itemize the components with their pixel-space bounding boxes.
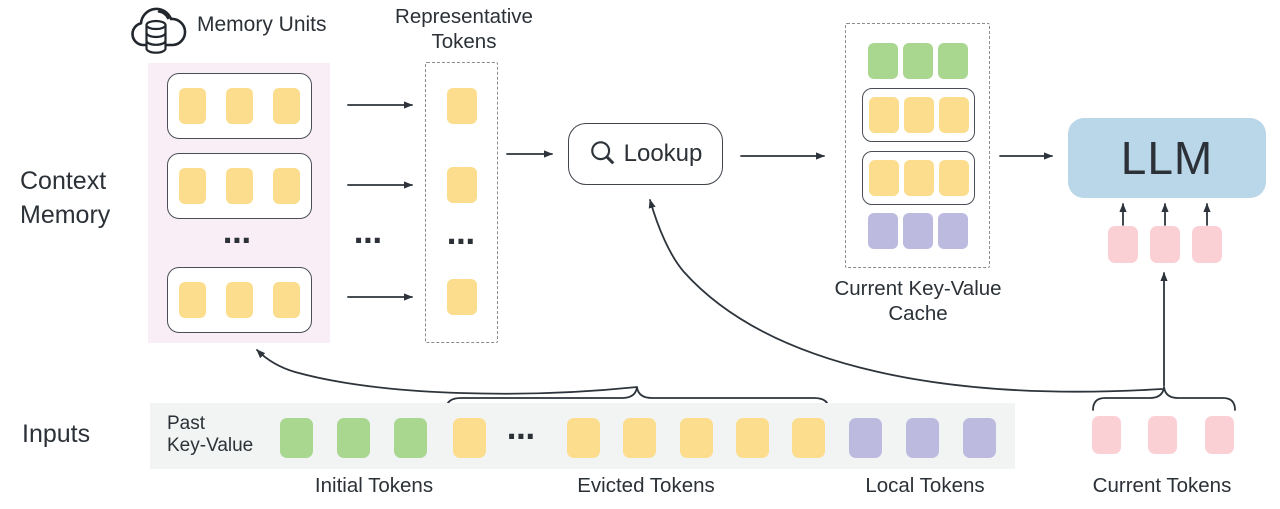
initial-token	[337, 418, 370, 458]
memory-token	[179, 168, 206, 204]
memory-token	[903, 97, 934, 133]
representative-tokens-box	[425, 62, 498, 343]
cache-memory-unit-2	[862, 151, 975, 205]
memory-token	[938, 160, 969, 196]
current-tokens-label: Current Tokens	[1092, 474, 1232, 497]
lookup-box: Lookup	[568, 123, 723, 185]
evicted-token	[567, 418, 600, 458]
representative-token	[447, 279, 477, 315]
representative-token	[447, 88, 477, 124]
current-token	[1148, 416, 1177, 454]
local-token	[963, 418, 996, 458]
context-label-line1: Context	[20, 167, 107, 195]
initial-token	[280, 418, 313, 458]
memory-token	[273, 282, 300, 318]
context-label-line2: Memory	[20, 201, 111, 229]
current-tokens-brace	[1092, 386, 1236, 411]
local-token	[906, 418, 939, 458]
lookup-label: Lookup	[623, 140, 703, 167]
representative-ellipsis: ⋯	[447, 225, 477, 258]
cache-initial-row	[868, 43, 968, 79]
memory-token	[868, 160, 899, 196]
cache-memory-unit-1	[862, 88, 975, 142]
evicted-tokens-label: Evicted Tokens	[577, 474, 715, 497]
cache-label-line1: Current Key-Value	[834, 277, 1002, 300]
representative-tokens-label: Representative Tokens	[395, 4, 533, 54]
past-kv-strip: Past Key-Value	[150, 403, 1015, 469]
local-token	[868, 213, 898, 249]
memory-token	[179, 88, 206, 124]
memory-token	[903, 160, 934, 196]
evicted-token	[680, 418, 713, 458]
current-token	[1092, 416, 1121, 454]
memory-token	[226, 168, 253, 204]
memory-token	[273, 88, 300, 124]
current-token	[1205, 416, 1234, 454]
cache-local-row	[868, 213, 968, 249]
past-kv-line2: Key-Value	[167, 435, 254, 456]
initial-token	[903, 43, 933, 79]
initial-tokens-label: Initial Tokens	[314, 474, 434, 497]
memory-unit-row-1	[167, 73, 312, 139]
memory-unit-row-2	[167, 153, 312, 219]
inputs-label: Inputs	[22, 420, 91, 448]
memory-unit-row-3	[167, 267, 312, 333]
local-token	[903, 213, 933, 249]
memory-token	[179, 282, 206, 318]
between-ellipsis: ⋯	[354, 224, 384, 257]
evicted-token	[736, 418, 769, 458]
memory-panel-ellipsis: ⋯	[223, 224, 253, 257]
llm-label: LLM	[1120, 132, 1214, 184]
llm-input-token	[1192, 226, 1222, 263]
memory-units-label: Memory Units	[197, 13, 327, 36]
local-tokens-label: Local Tokens	[865, 474, 985, 497]
representative-token	[447, 167, 477, 203]
llm-input-token	[1108, 226, 1138, 263]
arrow-evicted-to-memory	[256, 349, 638, 395]
initial-token	[394, 418, 427, 458]
representative-label-line1: Representative	[395, 5, 533, 28]
llm-box: LLM	[1068, 118, 1266, 198]
past-kv-label: Past Key-Value	[167, 413, 253, 457]
context-memory-panel	[148, 63, 330, 343]
evicted-token	[623, 418, 656, 458]
memory-token	[226, 88, 253, 124]
search-icon	[590, 141, 614, 165]
memory-token	[273, 168, 300, 204]
evicted-token	[792, 418, 825, 458]
context-memory-label: Context Memory	[20, 164, 110, 232]
initial-token	[938, 43, 968, 79]
current-kv-cache-box	[845, 23, 990, 268]
memory-token	[938, 97, 969, 133]
evicted-token	[453, 418, 486, 458]
memory-token	[226, 282, 253, 318]
local-token	[849, 418, 882, 458]
cache-label-line2: Cache	[888, 302, 948, 325]
memory-token	[868, 97, 899, 133]
memory-cloud-icon	[131, 7, 187, 54]
past-kv-line1: Past	[167, 413, 206, 434]
llm-input-token	[1150, 226, 1180, 263]
initial-token	[868, 43, 898, 79]
local-token	[938, 213, 968, 249]
current-kv-cache-label: Current Key-Value Cache	[834, 276, 1001, 326]
strip-ellipsis: ⋯	[507, 420, 537, 453]
representative-label-line2: Tokens	[431, 30, 497, 53]
